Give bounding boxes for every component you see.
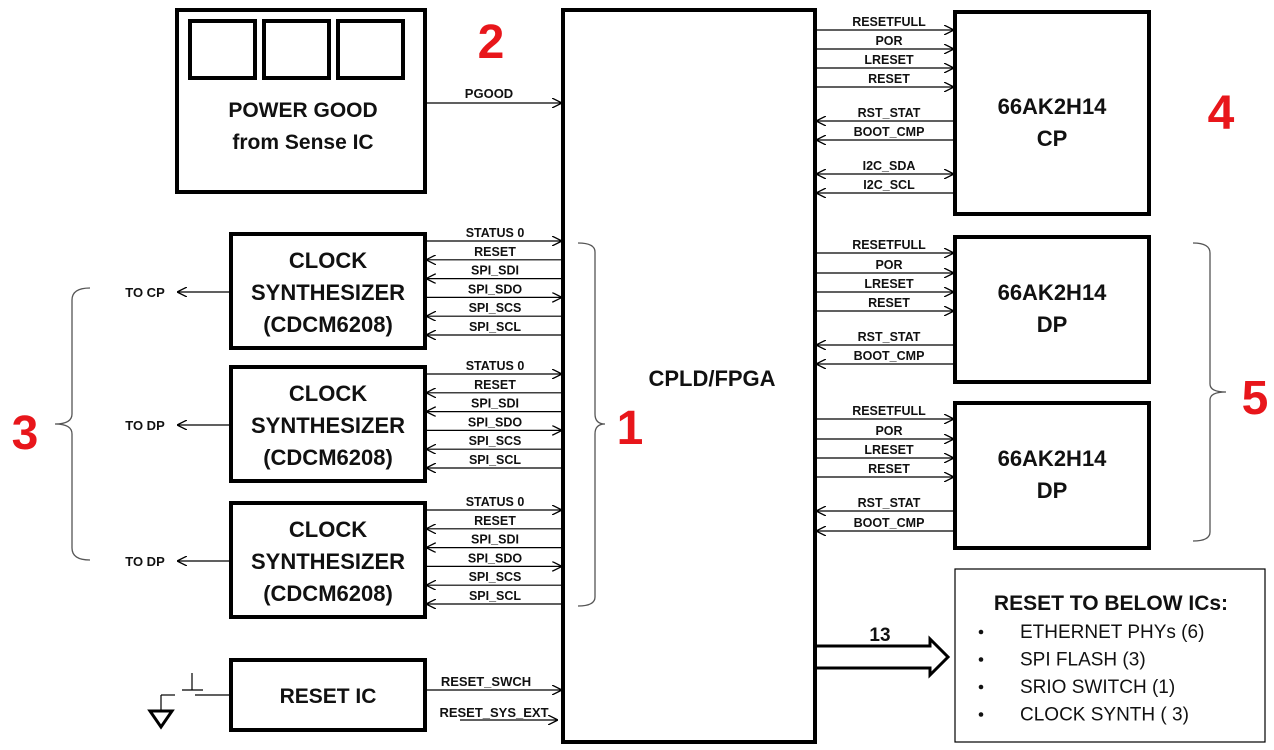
power-good-label-1: POWER GOOD bbox=[228, 99, 377, 122]
processor-group: 66AK2H14CPRESETFULLPORLRESETRESETRST_STA… bbox=[817, 10, 1151, 550]
processor-part-label: 66AK2H14 bbox=[998, 280, 1108, 305]
clock-synth-label-2: SYNTHESIZER bbox=[251, 280, 405, 305]
clock-signal-label: SPI_SDI bbox=[471, 397, 519, 411]
processor-signal-label: RESET bbox=[868, 296, 910, 310]
processor-part-label: 66AK2H14 bbox=[998, 94, 1108, 119]
processor-role-label: DP bbox=[1037, 312, 1068, 337]
reset-swch-signal-label: RESET_SWCH bbox=[441, 674, 531, 689]
power-good-block: POWER GOOD from Sense IC bbox=[175, 8, 427, 194]
clock-signal-label: STATUS 0 bbox=[466, 359, 525, 373]
clock-signal-label: SPI_SCS bbox=[469, 570, 522, 584]
annotation-4: 4 bbox=[1208, 87, 1235, 140]
reset-sys-ext-signal-label: RESET_SYS_EXT bbox=[439, 705, 548, 720]
clock-signal-label: SPI_SDO bbox=[468, 551, 522, 565]
processor-signal-label: LRESET bbox=[864, 443, 914, 457]
processor-signal-label: I2C_SCL bbox=[863, 178, 915, 192]
ground-icon bbox=[147, 709, 175, 730]
clock-signal-label: STATUS 0 bbox=[466, 226, 525, 240]
clock-signal-label: SPI_SCL bbox=[469, 320, 521, 334]
bullet-icon bbox=[978, 684, 984, 690]
sense-ic-chip-2 bbox=[262, 19, 331, 80]
processor-signal-label: RESET bbox=[868, 72, 910, 86]
clock-synth-label-1: CLOCK bbox=[289, 248, 367, 273]
processor-signal-label: POR bbox=[875, 424, 902, 438]
bracket-5 bbox=[1192, 242, 1227, 542]
bullet-icon bbox=[978, 712, 984, 717]
cpld-fpga-block: CPLD/FPGA bbox=[561, 8, 817, 744]
reset-bus-width-label: 13 bbox=[869, 625, 890, 646]
processor-signal-label: RST_STAT bbox=[858, 330, 921, 344]
processor-signal-label: RST_STAT bbox=[858, 496, 921, 510]
processor-signal-label: RESETFULL bbox=[852, 15, 926, 29]
processor-signal-label: LRESET bbox=[864, 53, 914, 67]
clock-synthesizer-block: CLOCK SYNTHESIZER (CDCM6208) TO DP STATUS 0 R… bbox=[125, 495, 561, 619]
clock-synthesizer-group: CLOCK SYNTHESIZER (CDCM6208) TO CP STATUS 0 R… bbox=[125, 226, 561, 619]
reset-list-item: SRIO SWITCH (1) bbox=[1020, 677, 1175, 698]
clock-synthesizer-block: CLOCK SYNTHESIZER (CDCM6208) TO CP STATUS 0 R… bbox=[125, 226, 561, 350]
sense-ic-chip-3 bbox=[336, 19, 405, 80]
clock-signal-label: SPI_SDO bbox=[468, 282, 522, 296]
reset-ic-label: RESET IC bbox=[280, 685, 377, 708]
clock-synth-label-3: (CDCM6208) bbox=[263, 445, 393, 470]
clock-synth-label-3: (CDCM6208) bbox=[263, 581, 393, 606]
clock-signal-label: RESET bbox=[474, 245, 516, 259]
reset-bus-arrow: 13 bbox=[817, 625, 951, 679]
clock-signal-label: SPI_SCL bbox=[469, 453, 521, 467]
cpld-fpga-label: CPLD/FPGA bbox=[648, 366, 775, 391]
processor-signal-label: BOOT_CMP bbox=[854, 516, 925, 530]
processor-signal-label: RST_STAT bbox=[858, 106, 921, 120]
clock-signal-label: SPI_SDO bbox=[468, 415, 522, 429]
processor-signal-label: LRESET bbox=[864, 277, 914, 291]
reset-list-title: RESET TO BELOW ICs: bbox=[994, 592, 1228, 615]
clock-signal-label: SPI_SDI bbox=[471, 264, 519, 278]
processor-role-label: CP bbox=[1037, 126, 1068, 151]
processor-signal-label: POR bbox=[875, 34, 902, 48]
clock-signal-label: SPI_SCL bbox=[469, 589, 521, 603]
bracket-1 bbox=[577, 242, 606, 607]
reset-list-item: ETHERNET PHYs (6) bbox=[1020, 622, 1204, 643]
clock-synth-label-1: CLOCK bbox=[289, 517, 367, 542]
clock-synth-label-1: CLOCK bbox=[289, 381, 367, 406]
clock-signal-label: SPI_SDI bbox=[471, 533, 519, 547]
reset-list-item: CLOCK SYNTH ( 3) bbox=[1020, 705, 1189, 726]
bullet-icon bbox=[978, 629, 984, 635]
reset-ic-block: RESET IC bbox=[229, 658, 427, 732]
clock-signal-label: RESET bbox=[474, 378, 516, 392]
clock-output-label: TO DP bbox=[125, 418, 165, 433]
power-good-label-2: from Sense IC bbox=[232, 131, 373, 154]
clock-synthesizer-block: CLOCK SYNTHESIZER (CDCM6208) TO DP STATUS 0 R… bbox=[125, 359, 561, 483]
processor-signal-label: POR bbox=[875, 258, 902, 272]
processor-signal-label: BOOT_CMP bbox=[854, 125, 925, 139]
annotation-3: 3 bbox=[12, 407, 39, 460]
annotation-5: 5 bbox=[1242, 372, 1269, 425]
clock-signal-label: SPI_SCS bbox=[469, 434, 522, 448]
bullet-icon bbox=[978, 657, 984, 662]
clock-output-label: TO CP bbox=[125, 285, 165, 300]
processor-signal-label: RESETFULL bbox=[852, 404, 926, 418]
sense-ic-chip-1 bbox=[188, 19, 257, 80]
clock-output-label: TO DP bbox=[125, 554, 165, 569]
pgood-signal-label: PGOOD bbox=[465, 86, 513, 101]
processor-signal-label: RESET bbox=[868, 462, 910, 476]
clock-signal-label: STATUS 0 bbox=[466, 495, 525, 509]
reset-list-box: RESET TO BELOW ICs: ETHERNET PHYs (6) SPI… bbox=[954, 568, 1266, 743]
clock-synth-label-2: SYNTHESIZER bbox=[251, 549, 405, 574]
processor-signal-label: BOOT_CMP bbox=[854, 349, 925, 363]
processor-role-label: DP bbox=[1037, 478, 1068, 503]
processor-part-label: 66AK2H14 bbox=[998, 446, 1108, 471]
pushbutton-switch-icon bbox=[160, 673, 231, 711]
clock-synth-label-3: (CDCM6208) bbox=[263, 312, 393, 337]
annotation-2: 2 bbox=[478, 16, 505, 69]
clock-signal-label: SPI_SCS bbox=[469, 301, 522, 315]
processor-signal-label: RESETFULL bbox=[852, 238, 926, 252]
clock-synth-label-2: SYNTHESIZER bbox=[251, 413, 405, 438]
processor-signal-label: I2C_SDA bbox=[863, 159, 916, 173]
reset-list-item: SPI FLASH (3) bbox=[1020, 650, 1146, 671]
annotation-1: 1 bbox=[617, 402, 644, 455]
clock-signal-label: RESET bbox=[474, 514, 516, 528]
bracket-3 bbox=[54, 287, 91, 561]
